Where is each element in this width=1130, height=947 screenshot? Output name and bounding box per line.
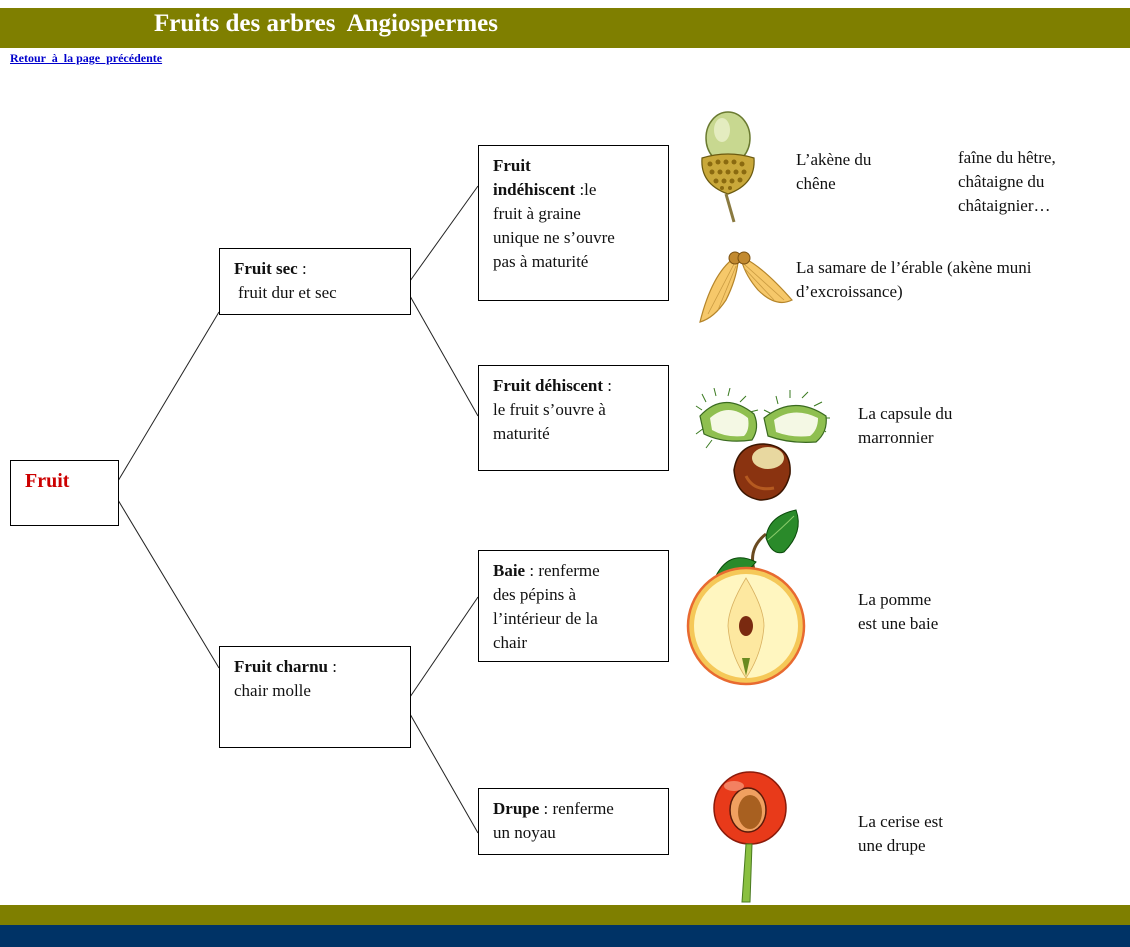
caption-capsule: La capsule du marronnier [858, 402, 952, 450]
footer-bar-olive [0, 905, 1130, 925]
node-drupe: Drupe : renferme un noyau [478, 788, 669, 855]
connector-fruit-charnu [117, 499, 220, 669]
capsule-image [695, 388, 830, 501]
caption-samare-2: d’excroissance) [796, 282, 903, 301]
node-baie-desc4: chair [493, 633, 527, 652]
caption-samare-1: La samare de l’érable (akène muni [796, 258, 1032, 277]
apple-image [686, 509, 806, 686]
node-fruit-sec: Fruit sec : fruit dur et sec [219, 248, 411, 315]
node-fruit-sec-desc: fruit dur et sec [238, 283, 337, 302]
node-fruit-charnu-desc: chair molle [234, 681, 311, 700]
node-baie-title: Baie [493, 561, 526, 580]
node-fruit: Fruit [10, 460, 119, 526]
caption-pomme-1: La pomme [858, 590, 932, 609]
caption-samare: La samare de l’érable (akène muni d’excr… [796, 256, 1032, 304]
node-baie-desc2: des pépins à [493, 585, 577, 604]
node-dehiscent-colon: : [603, 376, 613, 395]
caption-akene-1: L’akène du [796, 150, 872, 169]
node-dehiscent: Fruit déhiscent : le fruit s’ouvre à mat… [478, 365, 669, 471]
node-indehiscent: Fruit indéhiscent :le fruit à graine uni… [478, 145, 669, 301]
node-baie-desc3: l’intérieur de la [493, 609, 598, 628]
node-fruit-charnu-title: Fruit charnu [234, 657, 328, 676]
node-indehiscent-desc4: pas à maturité [493, 252, 589, 271]
caption-cerise-1: La cerise est [858, 812, 943, 831]
node-indehiscent-title1: Fruit [493, 156, 531, 175]
node-baie-desc: : renferme [525, 561, 600, 580]
node-indehiscent-desc: :le [575, 180, 597, 199]
caption-pomme-2: est une baie [858, 614, 939, 633]
node-baie: Baie : renferme des pépins à l’intérieur… [478, 550, 669, 662]
header-bar: Fruits des arbres Angiospermes [0, 8, 1130, 48]
node-fruit-sec-title: Fruit sec [234, 259, 298, 278]
node-indehiscent-desc2: fruit à graine [493, 204, 581, 223]
node-drupe-title: Drupe [493, 799, 540, 818]
node-fruit-charnu-colon: : [327, 657, 337, 676]
samara-image [699, 251, 793, 323]
caption-capsule-2: marronnier [858, 428, 934, 447]
caption-capsule-1: La capsule du [858, 404, 953, 423]
connector-fruit-sec [117, 311, 220, 482]
back-link[interactable]: Retour à la page précédente [10, 51, 163, 65]
caption-akene: L’akène du chêne [796, 148, 871, 196]
node-fruit-charnu: Fruit charnu : chair molle [219, 646, 411, 748]
cherry-image [713, 771, 787, 903]
node-dehiscent-desc3: maturité [493, 424, 550, 443]
caption-faine-2: châtaigne du [958, 172, 1045, 191]
node-dehiscent-desc2: le fruit s’ouvre à [493, 400, 606, 419]
caption-cerise: La cerise est une drupe [858, 810, 943, 858]
caption-pomme: La pomme est une baie [858, 588, 938, 636]
node-indehiscent-desc3: unique ne s’ouvre [493, 228, 615, 247]
node-drupe-desc: : renferme [539, 799, 614, 818]
caption-akene-2: chêne [796, 174, 836, 193]
node-fruit-label: Fruit [25, 470, 70, 492]
connector-charnu-baie [409, 596, 479, 698]
caption-cerise-2: une drupe [858, 836, 926, 855]
caption-faine: faîne du hêtre, châtaigne du châtaignier… [958, 146, 1056, 218]
caption-faine-3: châtaignier… [958, 196, 1051, 215]
node-fruit-sec-colon: : [297, 259, 307, 278]
node-dehiscent-title: Fruit déhiscent [493, 376, 604, 395]
connector-sec-indehiscent [409, 185, 479, 282]
caption-faine-1: faîne du hêtre, [958, 148, 1056, 167]
page-title: Fruits des arbres Angiospermes [154, 10, 498, 37]
footer-bar-navy [0, 925, 1130, 947]
node-drupe-desc2: un noyau [493, 823, 556, 842]
connector-charnu-drupe [409, 713, 479, 834]
node-indehiscent-title2: indéhiscent [493, 180, 576, 199]
acorn-image [701, 111, 755, 223]
connector-sec-dehiscent [409, 295, 479, 417]
